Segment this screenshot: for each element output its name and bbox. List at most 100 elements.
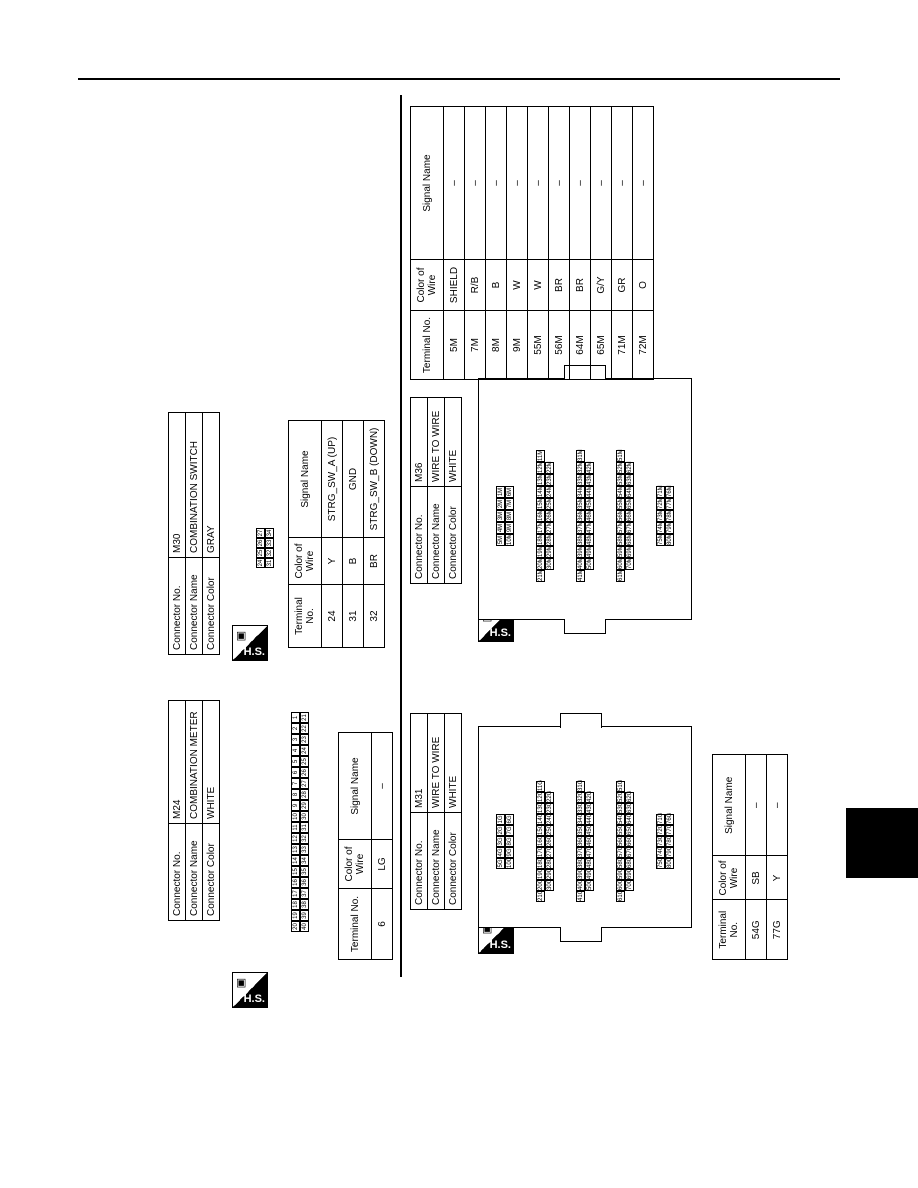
pin-cell: 8G (505, 836, 514, 847)
pin-cell: 10M (505, 533, 514, 546)
pin-cell: 23 (300, 734, 309, 745)
pin-cell: 75M (656, 533, 665, 546)
m36-name: WIRE TO WIRE (427, 397, 445, 487)
pin-cell: 17M (536, 521, 545, 534)
pin-cell: 78M (665, 509, 674, 522)
pin-cell: 32M (576, 461, 585, 474)
pin-cell: 32G (576, 790, 585, 803)
pin-cell: 15 (291, 866, 300, 877)
pin-cell: 23M (545, 473, 554, 486)
pin-cell: 19 (291, 910, 300, 921)
pin-cell: 39 (300, 910, 309, 921)
pin-cell: 34 (265, 528, 274, 538)
pin-cell: 51G (616, 779, 625, 792)
pin-cell: 21 (300, 712, 309, 723)
pin-cell: 55G (616, 823, 625, 836)
pin-cell: 45M (585, 497, 594, 510)
pin-cell: 5 (291, 756, 300, 767)
pin-cell: 80G (665, 856, 674, 869)
pin-cell: 5M (496, 534, 505, 546)
pin-cell: 25 (300, 756, 309, 767)
pin-cell: 33 (300, 844, 309, 855)
pin-cell: 40 (300, 921, 309, 932)
pin-cell: 35 (300, 866, 309, 877)
pin-cell: 6M (505, 486, 514, 498)
pin-cell: 47M (585, 521, 594, 534)
pin-cell: 9G (505, 847, 514, 858)
pin-cell: 26M (545, 509, 554, 522)
pin-cell: 4M (496, 522, 505, 534)
pin-cell: 26 (300, 767, 309, 778)
pin-cell: 24M (545, 485, 554, 498)
pin-cell: 68G (625, 856, 634, 869)
pin-cell: 48M (585, 533, 594, 546)
pin-cell: 20G (536, 878, 545, 891)
pin-cell: 71M (656, 485, 665, 498)
pin-cell: 39M (576, 545, 585, 558)
pin-cell: 76G (665, 812, 674, 825)
label-connector-name: Connector Name (185, 823, 203, 921)
pin-cell: 33G (576, 801, 585, 814)
pin-cell: 30M (545, 557, 554, 570)
pin-cell: 2M (496, 498, 505, 510)
pin-cell: 73G (656, 834, 665, 847)
pin-cell: 34G (576, 812, 585, 825)
pin-cell: 13 (291, 844, 300, 855)
pin-cell: 65G (625, 823, 634, 836)
pin-cell: 53G (616, 801, 625, 814)
pin-cell: 68M (625, 533, 634, 546)
pin-cell: 4G (496, 847, 505, 858)
pin-cell: 74M (656, 521, 665, 534)
pin-cell: 52M (616, 461, 625, 474)
pin-cell: 74G (656, 845, 665, 858)
pin-cell: 66G (625, 834, 634, 847)
pin-cell: 38 (300, 899, 309, 910)
pin-cell: 29M (545, 545, 554, 558)
pin-cell: 37M (576, 521, 585, 534)
pin-cell: 28 (300, 789, 309, 800)
pin-cell: 8M (505, 510, 514, 522)
pin-cell: 27M (545, 521, 554, 534)
pin-cell: 56G (616, 834, 625, 847)
pin-cell: 24G (545, 812, 554, 825)
pin-cell: 16M (536, 509, 545, 522)
pin-cell: 3M (496, 510, 505, 522)
pin-cell: 20 (291, 921, 300, 932)
pin-cell: 38M (576, 533, 585, 546)
pin-cell: 15G (536, 823, 545, 836)
pin-cell: 14G (536, 812, 545, 825)
m24-color: WHITE (202, 700, 220, 824)
pin-cell: 14 (291, 855, 300, 866)
pin-cell: 15M (536, 497, 545, 510)
pin-cell: 13G (536, 801, 545, 814)
pin-cell: 55M (616, 497, 625, 510)
pin-cell: 29 (300, 800, 309, 811)
pin-cell: 40M (576, 557, 585, 570)
pin-cell: 8 (291, 789, 300, 800)
pin-cell: 10G (505, 856, 514, 869)
pin-cell: 39G (576, 867, 585, 880)
pin-cell: 46M (585, 509, 594, 522)
pin-cell: 27G (545, 845, 554, 858)
pin-cell: 3 (291, 734, 300, 745)
column-divider (400, 95, 402, 977)
pin-cell: 34M (576, 485, 585, 498)
pin-cell: 17 (291, 888, 300, 899)
pin-cell: 25G (545, 823, 554, 836)
pin-cell: 16G (536, 834, 545, 847)
pin-cell: 33M (576, 473, 585, 486)
pin-cell: 32 (300, 833, 309, 844)
pin-cell: 58G (616, 856, 625, 869)
pin-cell: 62G (625, 790, 634, 803)
pin-cell: 61M (616, 569, 625, 582)
pin-cell: 41M (576, 569, 585, 582)
pin-cell: 50G (585, 878, 594, 891)
